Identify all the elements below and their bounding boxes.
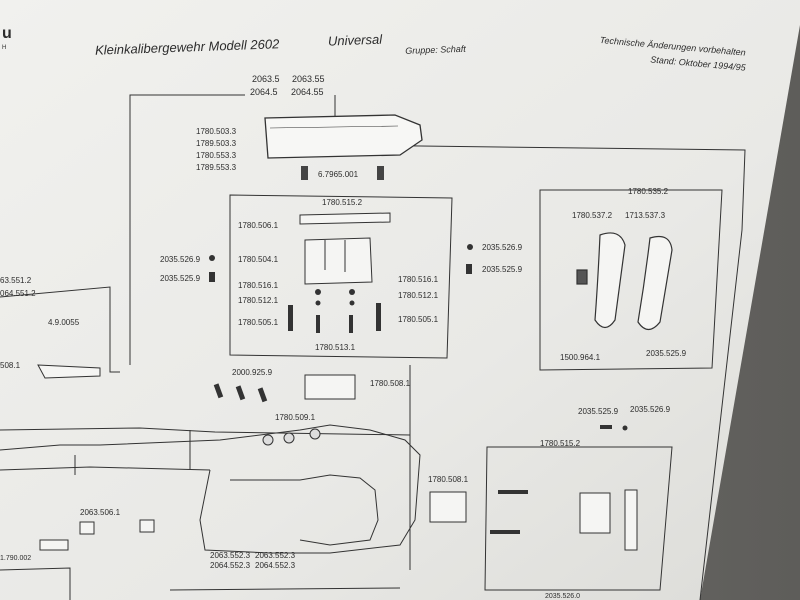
part-label: 1780.508.1 [428,475,469,484]
part-label: 2035.526.9 [482,243,523,252]
part-label: 4.9.0055 [48,318,80,327]
part-label: 1780.503.3 [196,127,237,136]
part-label: 2064.552.3 [210,561,251,570]
part-label: 1780.512.1 [398,291,439,300]
part-label: 2064.55 [291,87,324,97]
bracket-part [429,491,467,523]
butt-plate [576,232,673,331]
part-label: 2063.55 [292,74,325,84]
part-label: 2063.552.3 [210,551,251,560]
frame-line [0,286,120,373]
part-label: 1780.505.1 [238,318,279,327]
part-label: 2064.5 [250,87,278,97]
part-label: 1780.537.2 [572,211,613,220]
threaded-insert [301,166,384,180]
logo-fragment: u [2,25,12,42]
part-label: 1780.553.3 [196,151,237,160]
part-label: 1780.505.1 [398,315,439,324]
mounting-plate [299,212,391,285]
spacer-parts [39,519,155,551]
logo-subtext: H [2,45,6,51]
washers [262,428,321,446]
hardware-parts [209,244,473,282]
hardware-parts [288,289,381,333]
stock-outline [230,474,379,546]
cheek-piece [264,114,423,159]
part-label: 2035.525.9 [482,265,523,274]
frame-line [129,94,245,365]
hardware-parts [213,383,268,403]
part-label: 1.790.002 [0,555,31,562]
frame-line [169,587,401,591]
part-label: 1500.964.1 [560,353,601,362]
part-label: 1780.516.1 [238,281,279,290]
part-label: 2035.526.0 [545,593,580,600]
frame-line [0,567,71,600]
variant-label: Universal [328,32,384,49]
stock-outline [0,424,421,554]
part-label: 2063.552.3 [255,551,296,560]
mount-group-box [229,194,453,359]
part-label: 2035.526.9 [160,255,201,264]
lever-part [37,364,101,379]
part-label: 1780.515.2 [322,198,363,207]
part-label: 1789.503.3 [196,139,237,148]
rail-part [579,489,638,551]
part-label: 1780.504.1 [238,255,279,264]
lower-right-box [484,446,673,591]
part-label: 2035.525.9 [160,274,201,283]
part-label: 2035.525.9 [646,349,687,358]
part-label: 2035.526.9 [630,405,671,414]
part-label: 2063.506.1 [80,508,121,517]
drawing-title: Kleinkalibergewehr Modell 2602 [95,36,280,57]
part-label: 6.7965.001 [318,170,359,179]
group-label: Gruppe: Schaft [405,44,466,56]
part-label: 508.1 [0,361,21,370]
part-label: 63.551.2 [0,276,32,285]
part-label: 2063.5 [252,74,280,84]
part-label: 1780.515.2 [540,439,581,448]
adapter-block [304,374,356,400]
part-label: 1780.506.1 [238,221,279,230]
part-label: 064.551.2 [0,289,36,298]
stock-outline [0,466,211,471]
part-label: 1780.535.2 [628,187,669,196]
buttplate-group-box [539,189,723,371]
part-label: 1780.512.1 [238,296,279,305]
part-label: 1780.516.1 [398,275,439,284]
part-label: 2000.925.9 [232,368,273,377]
hardware-parts [490,425,628,534]
part-label: 1713.537.3 [625,211,666,220]
part-label: 1780.513.1 [315,343,356,352]
part-label: 2064.552.3 [255,561,296,570]
part-label: 1789.553.3 [196,163,237,172]
part-label: 1780.508.1 [370,379,411,388]
part-label: 1780.509.1 [275,413,316,422]
part-label: 2035.525.9 [578,407,619,416]
